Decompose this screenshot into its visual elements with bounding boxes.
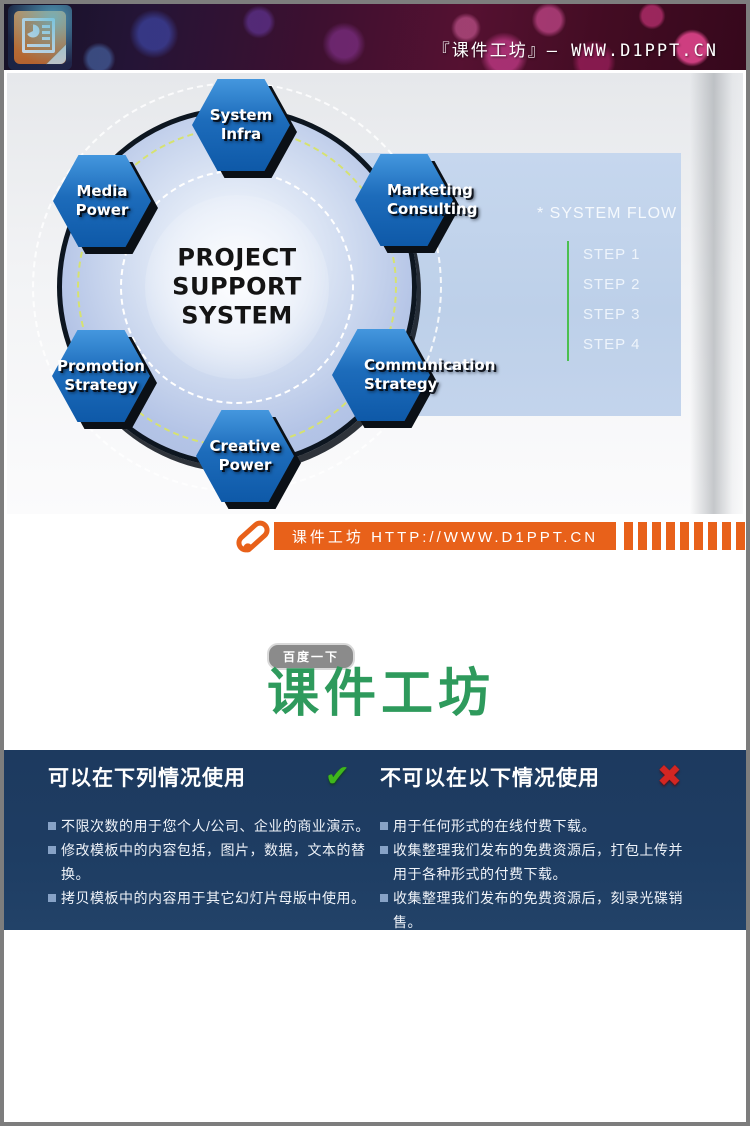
bullet-square-icon — [48, 822, 56, 830]
hexagon-media-power: Media Power — [53, 155, 158, 254]
bullet-text: 修改模板中的内容包括，图片，数据，文本的替换。 — [61, 842, 366, 882]
bullet-square-icon — [380, 822, 388, 830]
slide-preview-card: 『课件工坊』— WWW.D1PPT.CN * SYSTEM FLOW STEP … — [4, 4, 746, 567]
allowed-usage-list: 不限次数的用于您个人/公司、企业的商业演示。修改模板中的内容包括，图片，数据，文… — [48, 814, 378, 910]
allowed-usage-title: 可以在下列情况使用 — [48, 767, 246, 790]
hexagon-promotion-strategy: Promotion Strategy — [52, 330, 157, 429]
cross-icon: ✖ — [656, 760, 682, 793]
flow-step-label: STEP 1 — [583, 246, 641, 263]
forbidden-usage-column: 不可以在以下情况使用 ✖ 用于任何形式的在线付费下载。收集整理我们发布的免费资源… — [380, 762, 710, 934]
hexagon-communication-strategy: Communication Strategy — [332, 329, 496, 428]
bullet-square-icon — [48, 894, 56, 902]
powerpoint-icon — [8, 5, 72, 70]
bullet-text: 不限次数的用于您个人/公司、企业的商业演示。 — [61, 818, 370, 834]
bullet-text: 用于任何形式的在线付费下载。 — [393, 818, 596, 834]
flow-step-label: STEP 3 — [583, 306, 641, 323]
baidu-search-badge[interactable]: 百度一下 — [266, 643, 355, 670]
allowed-usage-item: 修改模板中的内容包括，图片，数据，文本的替换。 — [48, 838, 378, 886]
chalk-icon — [232, 516, 274, 557]
bullet-text: 收集整理我们发布的免费资源后，打包上传并 用于各种形式的付费下载。 — [393, 842, 683, 882]
bullet-square-icon — [380, 846, 388, 854]
hexagon-creative-power: Creative Power — [196, 410, 301, 509]
info-card: 百度一下 课件工坊 可以在下列情况使用 ✔ 不限次数的用于您个人/公司、企业的商… — [4, 567, 746, 1122]
forbidden-usage-item: 收集整理我们发布的免费资源后，打包上传并 用于各种形式的付费下载。 — [380, 838, 710, 886]
hexagon-label: Creative Power — [209, 437, 281, 474]
forbidden-usage-item: 收集整理我们发布的免费资源后，刻录光碟销售。 — [380, 886, 710, 934]
slide-preview-image[interactable]: * SYSTEM FLOW STEP 1 STEP 2 STEP 3 STEP 4 P… — [7, 73, 743, 514]
forbidden-usage-header: 不可以在以下情况使用 ✖ — [380, 762, 682, 792]
forbidden-usage-item: 用于任何形式的在线付费下载。 — [380, 814, 710, 838]
source-bar-row: 课件工坊 HTTP://WWW.D1PPT.CN — [4, 514, 746, 567]
site-logo-title[interactable]: 课件工坊 — [266, 664, 495, 724]
allowed-usage-item: 不限次数的用于您个人/公司、企业的商业演示。 — [48, 814, 378, 838]
flow-step-label: STEP 4 — [583, 336, 641, 353]
hexagon-label: Promotion Strategy — [57, 357, 145, 394]
banner-title[interactable]: 『课件工坊』— WWW.D1PPT.CN — [432, 41, 718, 61]
usage-terms-panel: 可以在下列情况使用 ✔ 不限次数的用于您个人/公司、企业的商业演示。修改模板中的… — [4, 750, 746, 930]
flow-step-label: STEP 2 — [583, 276, 641, 293]
stripe-decoration — [624, 522, 746, 550]
hexagon-label: System Infra — [209, 106, 273, 143]
forbidden-usage-title: 不可以在以下情况使用 — [380, 767, 600, 790]
source-link-text: 课件工坊 HTTP://WWW.D1PPT.CN — [291, 528, 599, 546]
logo-block: 百度一下 课件工坊 — [4, 643, 746, 720]
system-flow-title: * SYSTEM FLOW — [537, 205, 678, 222]
hexagon-marketing-consulting: Marketing Consulting — [355, 154, 478, 253]
site-banner: 『课件工坊』— WWW.D1PPT.CN — [4, 4, 746, 70]
bullet-square-icon — [380, 894, 388, 902]
inner-highlight-disc — [145, 195, 329, 379]
source-link-bar[interactable]: 课件工坊 HTTP://WWW.D1PPT.CN — [274, 522, 616, 550]
hexagon-label: Communication Strategy — [364, 356, 496, 393]
bullet-square-icon — [48, 846, 56, 854]
slide-edge-shade — [690, 73, 743, 514]
allowed-usage-column: 可以在下列情况使用 ✔ 不限次数的用于您个人/公司、企业的商业演示。修改模板中的… — [48, 762, 378, 910]
allowed-usage-item: 拷贝模板中的内容用于其它幻灯片母版中使用。 — [48, 886, 378, 910]
logo-inner: 百度一下 课件工坊 — [266, 643, 495, 724]
hexagon-label: Marketing Consulting — [387, 181, 478, 218]
hexagon-system-infra: System Infra — [192, 79, 297, 178]
banner-glow — [8, 5, 72, 70]
bullet-text: 收集整理我们发布的免费资源后，刻录光碟销售。 — [393, 890, 683, 930]
forbidden-usage-list: 用于任何形式的在线付费下载。收集整理我们发布的免费资源后，打包上传并 用于各种形… — [380, 814, 710, 934]
system-flow-steps: STEP 1 STEP 2 STEP 3 STEP 4 — [567, 241, 640, 361]
allowed-usage-header: 可以在下列情况使用 ✔ — [48, 762, 350, 792]
diagram-center-title: PROJECT SUPPORT SYSTEM — [172, 243, 302, 330]
bullet-text: 拷贝模板中的内容用于其它幻灯片母版中使用。 — [61, 890, 366, 906]
check-icon: ✔ — [324, 760, 350, 793]
hexagon-label: Media Power — [75, 182, 129, 219]
